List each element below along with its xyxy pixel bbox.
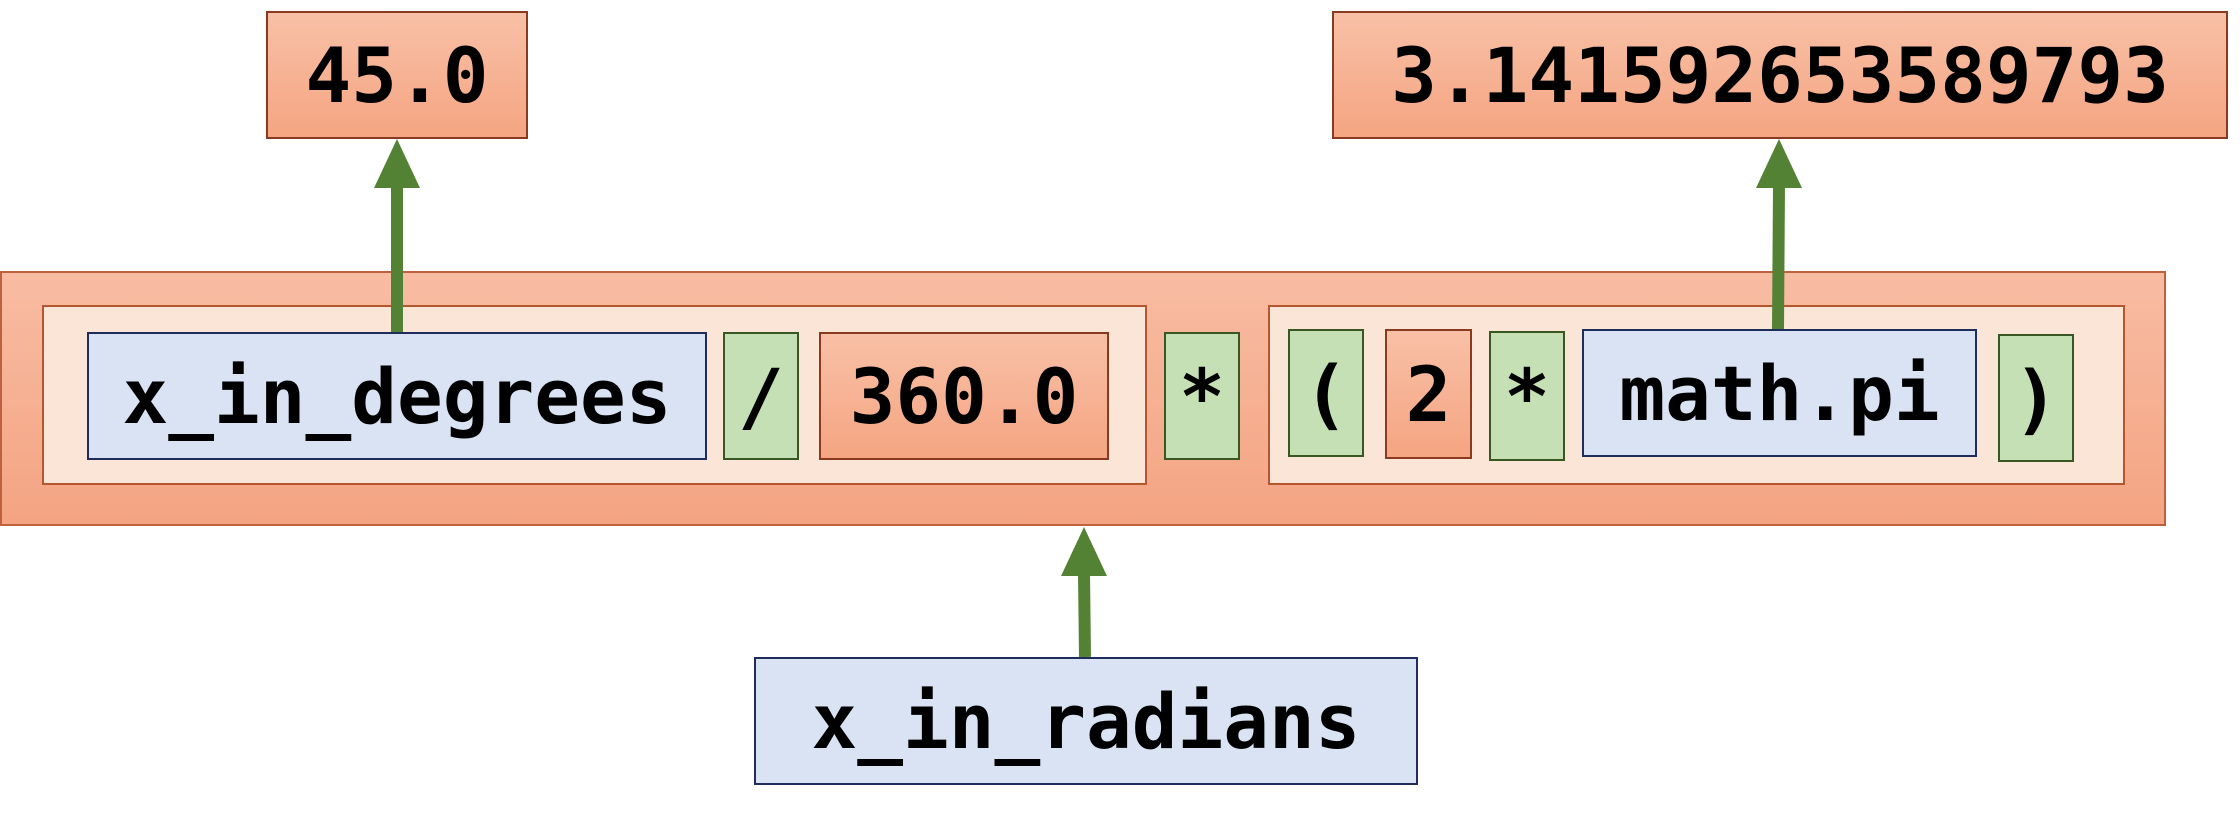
x-in-radians-variable: x_in_radians [754, 657, 1418, 785]
three-sixty-literal: 360.0 [819, 332, 1109, 460]
divide-operator: / [723, 332, 799, 460]
arrow-radians-to-expression [1061, 527, 1107, 658]
two-literal: 2 [1385, 329, 1472, 459]
multiply-operator-outer: * [1164, 332, 1240, 460]
x-in-degrees-variable: x_in_degrees [87, 332, 707, 460]
degrees-result-box: 45.0 [266, 11, 528, 139]
multiply-operator-inner: * [1489, 331, 1565, 461]
math-pi-attribute: math.pi [1582, 329, 1977, 457]
open-paren: ( [1288, 329, 1364, 457]
close-paren: ) [1998, 334, 2074, 462]
pi-result-box: 3.141592653589793 [1332, 11, 2228, 139]
